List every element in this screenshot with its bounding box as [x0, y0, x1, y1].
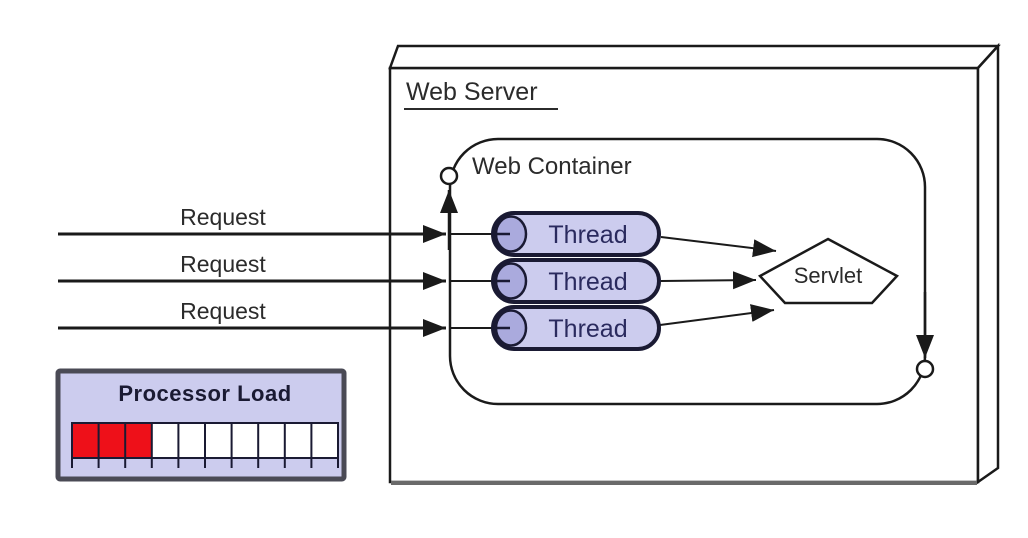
- thread-2: Thread: [491, 258, 661, 304]
- thread-arrow-1: [660, 236, 777, 258]
- servlet-label: Servlet: [794, 263, 862, 288]
- thread-1-label: Thread: [548, 221, 627, 249]
- web-container-label: Web Container: [472, 153, 632, 180]
- gauge-cell-1: [72, 423, 99, 458]
- gauge-cell-2: [98, 423, 126, 458]
- request-label-2: Request: [180, 251, 266, 277]
- web-server-top-face: [388, 44, 1001, 70]
- thread-3-body: [491, 305, 661, 351]
- thread-2-body: [491, 258, 661, 304]
- exit-port-circle: [915, 359, 935, 379]
- gauge-cell-4: [151, 423, 179, 458]
- servlet-pentagon: [757, 237, 900, 305]
- thread-1: Thread: [491, 211, 661, 257]
- container-ports: [439, 166, 935, 379]
- thread-1-body: [491, 211, 661, 257]
- thread-3: Thread: [491, 305, 661, 351]
- entry-port-circle: [439, 166, 459, 186]
- gauge-cell-6: [205, 423, 232, 458]
- gauge-cell-3: [125, 423, 152, 458]
- thread-3-label: Thread: [548, 315, 627, 343]
- gauge-cell-9: [284, 423, 312, 458]
- gauge-outline: [71, 422, 339, 459]
- processor-load-title: Processor Load: [118, 381, 291, 406]
- thread-to-servlet-arrows: [659, 236, 777, 326]
- request-arrows: Request Request Request: [58, 204, 446, 337]
- thread-arrow-2: [660, 271, 757, 290]
- request-label-1: Request: [180, 204, 266, 230]
- thread-2-label: Thread: [548, 268, 627, 296]
- gauge-cell-10: [311, 423, 338, 458]
- web-server-right-face: [976, 42, 1000, 485]
- web-server-label: Web Server: [406, 78, 538, 106]
- thread-arrow-3: [659, 304, 775, 326]
- processor-load-panel: Processor Load: [55, 368, 347, 482]
- processor-load-gauge: [71, 422, 339, 468]
- gauge-cell-7: [231, 423, 259, 458]
- request-label-3: Request: [180, 298, 266, 324]
- gauge-cell-5: [178, 423, 205, 458]
- gauge-cell-8: [258, 423, 285, 458]
- servlet: Servlet: [757, 237, 900, 305]
